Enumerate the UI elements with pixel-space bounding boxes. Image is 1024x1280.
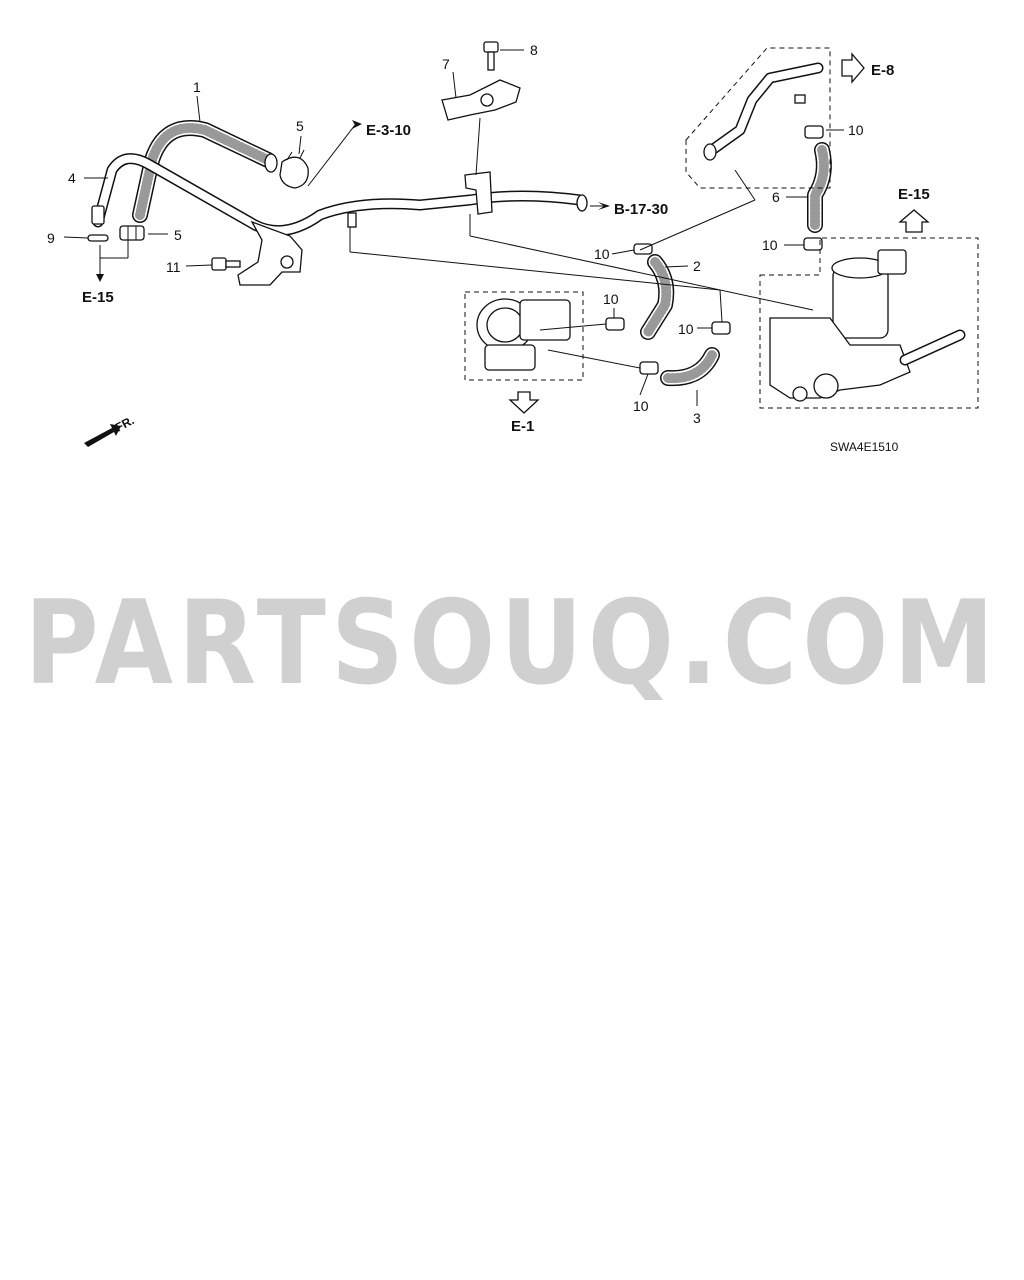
callout-10-d: 10 (633, 398, 649, 414)
arrow-e15-right (898, 209, 930, 233)
o-ring-9 (87, 234, 109, 242)
clamp-10-f (803, 237, 823, 251)
bolt-11 (211, 257, 241, 271)
ref-e8[interactable]: E-8 (871, 62, 894, 79)
watermark: PARTSOUQ.COM (25, 576, 1000, 711)
pipe-stud (347, 212, 357, 228)
callout-9: 9 (47, 230, 55, 246)
bolt-8 (483, 41, 499, 71)
throttle-body (476, 298, 641, 371)
callout-1: 1 (193, 79, 201, 95)
hose-2 (640, 254, 675, 340)
ref-e1[interactable]: E-1 (511, 418, 534, 435)
callout-10-c: 10 (678, 321, 694, 337)
arrow-e15-left (96, 274, 104, 282)
callout-4: 4 (68, 170, 76, 186)
hose-6 (807, 142, 832, 233)
pipe-4 (91, 153, 588, 237)
callout-6: 6 (772, 189, 780, 205)
callout-7: 7 (442, 56, 450, 72)
callout-5-upper: 5 (296, 118, 304, 134)
callout-10-e: 10 (848, 122, 864, 138)
egr-valve-assembly (769, 249, 966, 402)
callout-10-a: 10 (594, 246, 610, 262)
clamp-10-d (639, 361, 659, 375)
water-pipe-e8 (703, 62, 824, 161)
callout-2: 2 (693, 258, 701, 274)
arrow-e1 (508, 391, 540, 414)
callout-11: 11 (166, 259, 181, 275)
arrow-e3-10 (352, 120, 362, 129)
callout-8: 8 (530, 42, 538, 58)
clamp-10-e (804, 125, 824, 139)
ref-e3-10[interactable]: E-3-10 (366, 122, 411, 139)
bracket-7 (441, 79, 521, 215)
ref-e15-left[interactable]: E-15 (82, 289, 114, 306)
hose-3 (660, 347, 720, 387)
callout-3: 3 (693, 410, 701, 426)
clamp-5-upper (279, 149, 309, 189)
clamp-10-b (605, 317, 625, 331)
pipe-bracket-left (237, 220, 303, 286)
callout-10-b: 10 (603, 291, 619, 307)
callout-10-f: 10 (762, 237, 778, 253)
clamp-5-lower (119, 225, 145, 241)
arrow-e8 (841, 52, 865, 84)
arrow-b17-30 (598, 202, 610, 210)
callout-5-lower: 5 (174, 227, 182, 243)
hose-1 (132, 120, 278, 223)
ref-b17-30[interactable]: B-17-30 (614, 201, 668, 218)
clamp-10-c (711, 321, 731, 335)
ref-e15-right[interactable]: E-15 (898, 186, 930, 203)
diagram-code: SWA4E1510 (830, 440, 899, 454)
front-direction-arrow (84, 424, 121, 447)
